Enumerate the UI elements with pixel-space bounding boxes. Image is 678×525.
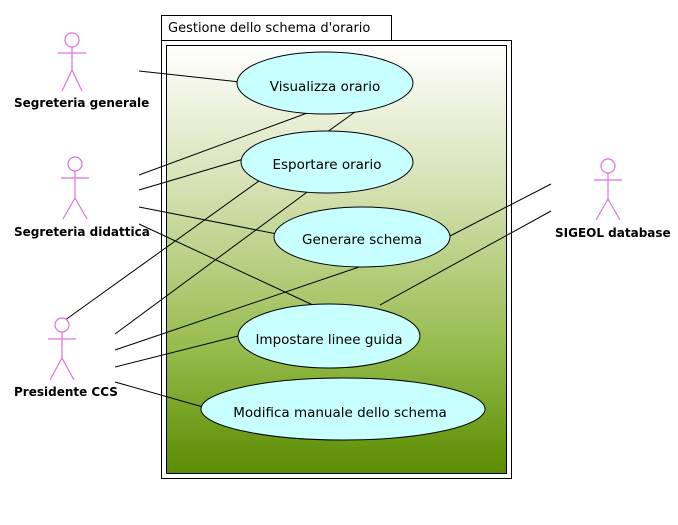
usecase-label-modifica-manuale: Modifica manuale dello schema [233, 405, 447, 421]
actor-label-sigeol-database: SIGEOL database [555, 226, 671, 240]
assoc-segreteria-didattica-esportare [138, 157, 248, 191]
assoc-presidente-impostare [114, 335, 239, 368]
assoc-sigeol-generare [449, 183, 552, 237]
actor-label-presidente-ccs: Presidente CCS [14, 385, 118, 399]
usecase-modifica-manuale[interactable] [200, 377, 486, 441]
usecase-label-esportare-orario: Esportare orario [272, 157, 382, 173]
usecase-label-visualizza-orario: Visualizza orario [269, 79, 381, 95]
actor-presidente-ccs-icon[interactable] [48, 317, 76, 381]
actor-label-segreteria-didattica: Segreteria didattica [14, 225, 150, 239]
usecase-visualizza-orario[interactable] [236, 51, 414, 115]
assoc-sigeol-impostare [379, 210, 552, 306]
assoc-presidente-generare [114, 265, 363, 351]
usecase-label-impostare-linee-guida: Impostare linee guida [255, 332, 403, 348]
usecase-label-generare-schema: Generare schema [301, 232, 423, 248]
associations [60, 70, 552, 408]
actor-label-segreteria-generale: Segreteria generale [14, 96, 150, 110]
assoc-presidente-modifica [114, 381, 204, 408]
usecase-impostare-linee-guida[interactable] [237, 303, 421, 369]
actor-segreteria-didattica-icon[interactable] [61, 156, 89, 220]
actor-segreteria-generale-icon[interactable] [58, 32, 86, 92]
usecase-esportare-orario[interactable] [240, 130, 414, 194]
actor-sigeol-database-icon[interactable] [594, 158, 622, 221]
assoc-presidente-esportare [114, 189, 311, 335]
system-title: Gestione dello schema d'orario [161, 15, 392, 40]
usecase-generare-schema[interactable] [273, 206, 451, 268]
assoc-segreteria-didattica-visualizza [138, 111, 311, 176]
assoc-segreteria-didattica-generare [138, 206, 278, 235]
assoc-segreteria-generale-visualizza [138, 70, 241, 83]
